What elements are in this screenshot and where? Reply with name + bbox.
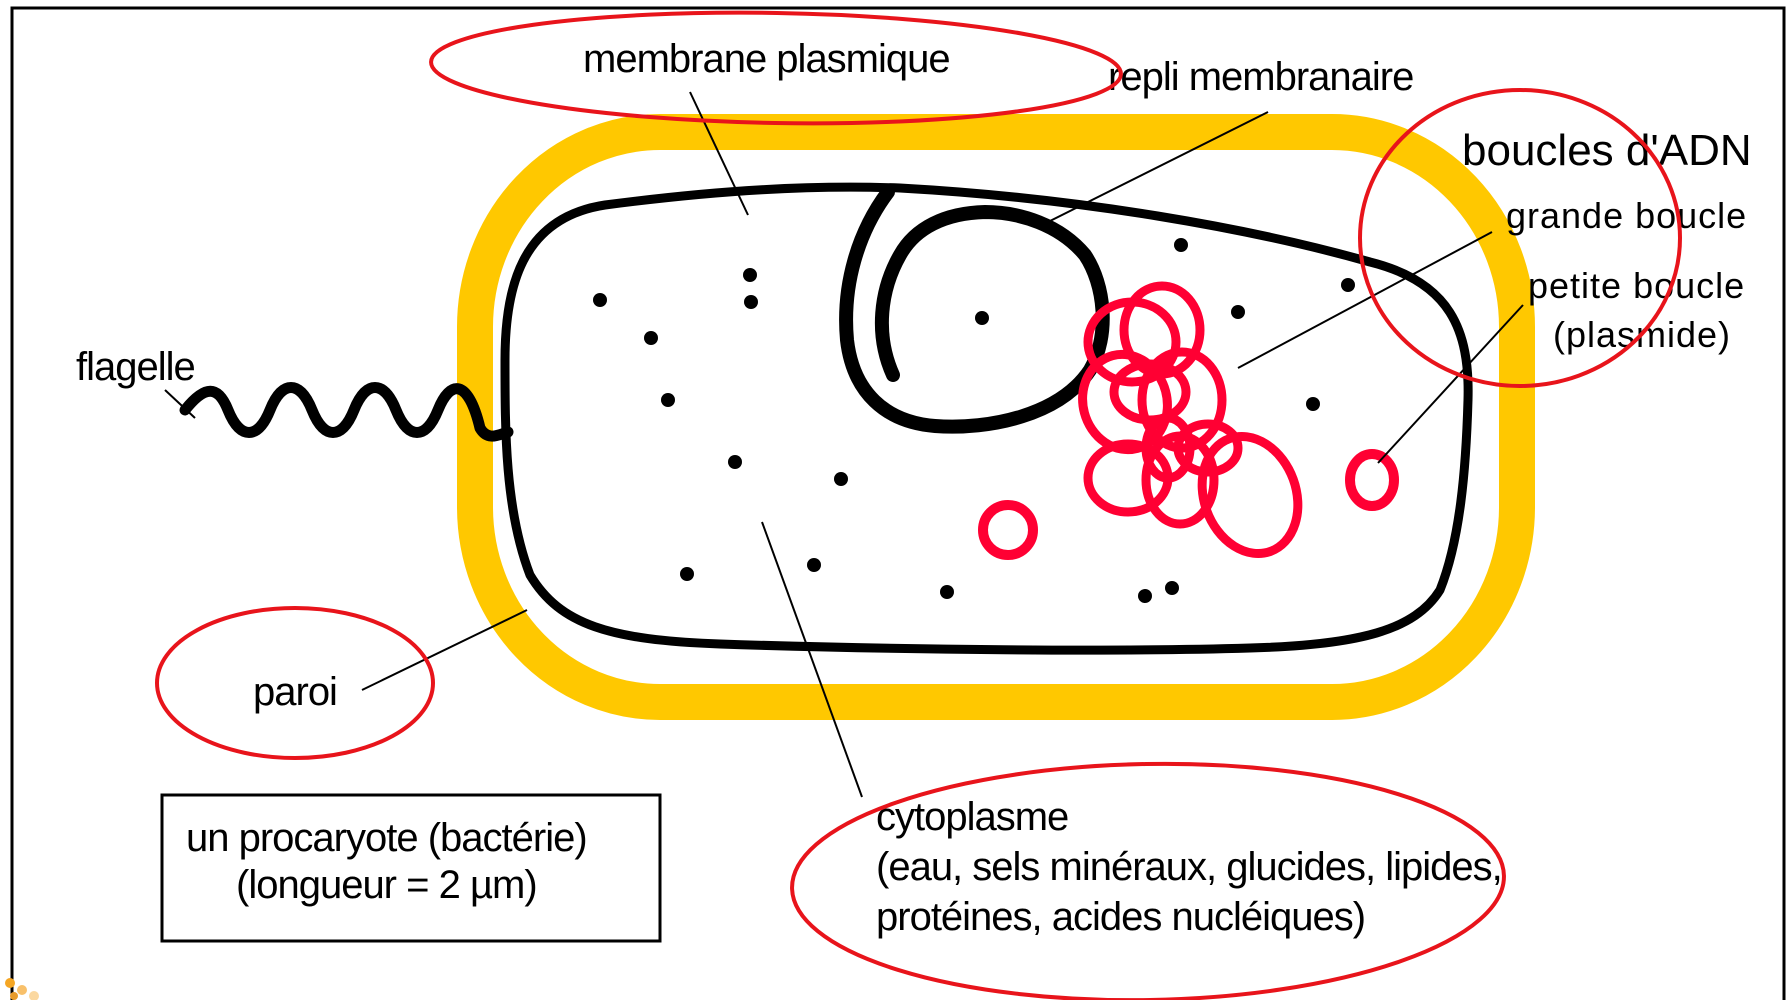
- label-petite-boucle: petite boucle: [1528, 265, 1745, 306]
- label-repli-membranaire: repli membranaire: [1108, 55, 1413, 99]
- label-paroi: paroi: [253, 670, 337, 714]
- corner-logo: [5, 978, 39, 1000]
- fold-dot: [975, 311, 989, 325]
- label-flagelle: flagelle: [76, 345, 195, 389]
- caption-length: (longueur = 2 µm): [236, 863, 537, 907]
- caption-title: un procaryote (bactérie): [186, 816, 587, 860]
- paroi-leader: [362, 610, 527, 690]
- label-cytoplasme-detail-1: (eau, sels minéraux, glucides, lipides,: [876, 845, 1502, 889]
- label-cytoplasme-detail-2: protéines, acides nucléiques): [876, 895, 1365, 939]
- label-boucles-adn: boucles d'ADN: [1462, 126, 1752, 175]
- label-membrane-plasmique: membrane plasmique: [583, 37, 950, 81]
- label-grande-boucle: grande boucle: [1506, 195, 1747, 236]
